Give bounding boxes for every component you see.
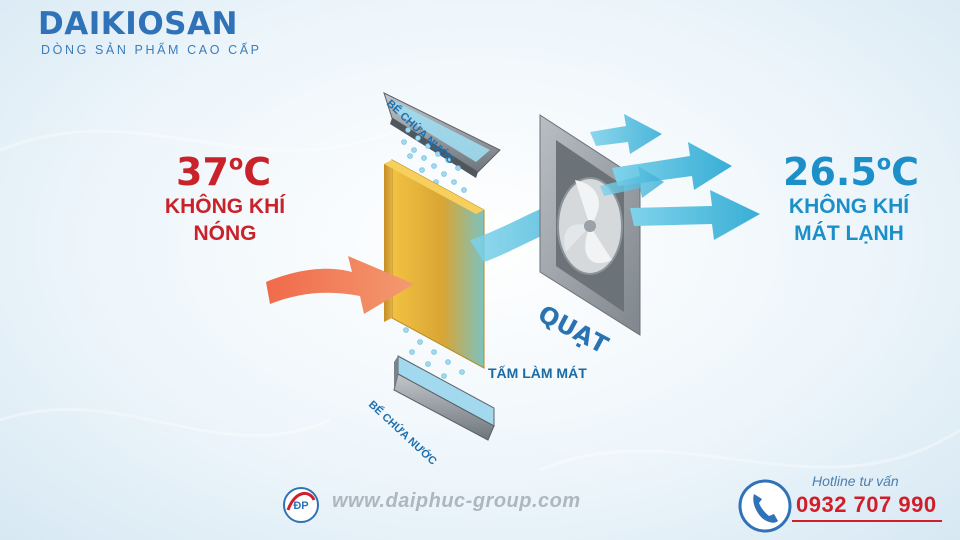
background-swirls xyxy=(0,118,960,472)
cool-unit: C xyxy=(891,150,920,194)
brand-name: DAIKIOSAN xyxy=(38,6,238,42)
bottom-water-tank xyxy=(393,355,495,441)
cool-temp-value: 26.5 xyxy=(783,150,877,194)
hotline-label: Hotline tư vấn xyxy=(812,473,899,489)
hotline-box: Hotline tư vấn 0932 707 990 xyxy=(742,468,947,528)
svg-text:ĐP: ĐP xyxy=(293,500,308,512)
website-link[interactable]: www.daiphuc-group.com xyxy=(332,490,581,512)
top-water-tank xyxy=(383,92,501,178)
hot-temperature: 37oC xyxy=(176,150,271,194)
hot-unit: C xyxy=(243,150,272,194)
brand-tagline: DÒNG SẢN PHẨM CAO CẤP xyxy=(41,43,262,57)
falling-drops xyxy=(403,327,465,379)
hot-temp-value: 37 xyxy=(176,150,229,194)
cool-degree: o xyxy=(876,150,892,175)
website-footer: www.daiphuc-group.com xyxy=(280,490,581,513)
cool-air-label-line1: KHÔNG KHÍ xyxy=(788,195,910,218)
cooling-pad-label: TẤM LÀM MÁT xyxy=(488,365,587,381)
hotline-underline xyxy=(792,520,942,522)
hot-degree: o xyxy=(228,150,244,175)
water-drops-icon xyxy=(401,127,469,209)
phone-icon xyxy=(738,479,792,533)
company-logo-icon: ĐP xyxy=(283,487,319,523)
cool-temperature: 26.5oC xyxy=(783,150,919,194)
cool-air-label: KHÔNG KHÍ MÁT LẠNH xyxy=(775,193,923,247)
cool-air-arrows xyxy=(590,114,760,240)
hotline-number[interactable]: 0932 707 990 xyxy=(796,492,937,517)
fan-icon xyxy=(539,114,641,336)
hot-air-label: KHÔNG KHÍ NÓNG xyxy=(160,193,290,247)
hot-air-arrow xyxy=(266,256,414,314)
cooling-pad xyxy=(384,159,485,369)
hot-air-label-line1: KHÔNG KHÍ xyxy=(164,195,286,218)
cool-air-label-line2: MÁT LẠNH xyxy=(794,222,904,245)
hot-air-label-line2: NÓNG xyxy=(193,222,257,245)
brand-logo: DAIKIOSAN DÒNG SẢN PHẨM CAO CẤP xyxy=(38,6,262,57)
